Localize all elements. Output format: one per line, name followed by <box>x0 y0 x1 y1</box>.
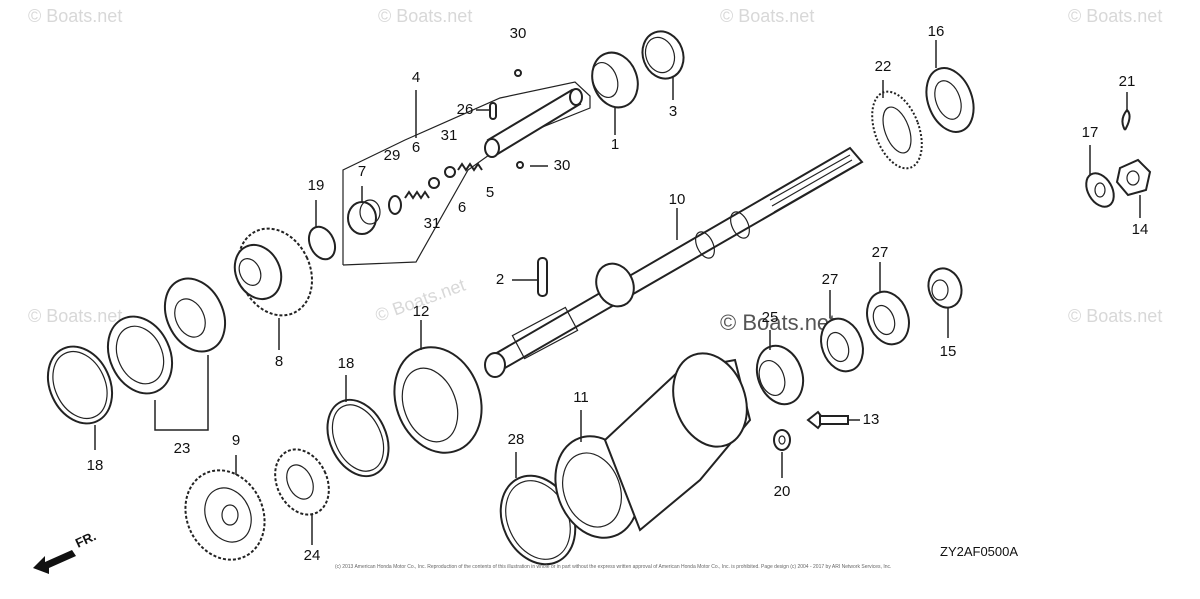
part-5-shift-shaft <box>484 88 583 158</box>
part-15-collar <box>927 267 963 309</box>
callout-9: 9 <box>232 432 240 449</box>
part-14-nut <box>1115 158 1152 197</box>
callout-13: 13 <box>863 411 880 428</box>
part-3-ring <box>641 30 685 80</box>
part-10-propeller-shaft <box>484 146 864 378</box>
group-4-outline <box>342 81 591 266</box>
callout-14: 14 <box>1132 221 1149 238</box>
part-19-ring <box>307 225 337 261</box>
part-18-oring <box>326 398 390 478</box>
part-24-bearing <box>274 448 330 516</box>
callout-19: 19 <box>308 177 325 194</box>
part-2-pin <box>537 257 548 297</box>
watermark: © Boats.net <box>28 6 122 26</box>
callout-11: 11 <box>573 389 589 406</box>
part-18-oring <box>46 345 114 425</box>
callout-31: 31 <box>424 215 441 232</box>
callout-3: 3 <box>669 103 677 120</box>
callout-8: 8 <box>275 353 283 370</box>
part-17-washer <box>1085 172 1115 208</box>
part-31-ball <box>428 177 440 189</box>
callout-18: 18 <box>338 355 355 372</box>
callout-18: 18 <box>87 457 104 474</box>
part-9-bevel-gear <box>184 469 266 561</box>
watermark: © Boats.net <box>378 6 472 26</box>
copyright-text: (c) 2013 American Honda Motor Co., Inc. … <box>335 564 891 570</box>
part-30-ball <box>516 161 524 169</box>
front-direction-arrow: FR. <box>33 528 98 574</box>
callout-17: 17 <box>1082 124 1099 141</box>
callout-labels: 1 2 3 4 5 6 6 7 8 9 10 11 12 13 14 15 16… <box>87 23 1149 564</box>
callout-26: 26 <box>457 101 474 118</box>
callout-27: 27 <box>872 244 889 261</box>
part-29-ring <box>388 195 402 215</box>
callout-6: 6 <box>458 199 466 216</box>
fr-label: FR. <box>73 528 98 550</box>
watermark: © Boats.net <box>1068 306 1162 326</box>
callout-2: 2 <box>496 271 504 288</box>
part-7-cap <box>347 199 381 235</box>
callout-31: 31 <box>441 127 458 144</box>
part-11-bearing-housing <box>554 352 752 539</box>
part-27-oil-seal <box>820 317 864 373</box>
callout-22: 22 <box>875 58 892 75</box>
callout-6: 6 <box>412 139 420 156</box>
callout-30: 30 <box>554 157 571 174</box>
part-20-washer <box>773 429 791 451</box>
callout-29: 29 <box>384 147 401 164</box>
watermark: © Boats.net <box>720 6 814 26</box>
part-16-thrust-washer <box>925 67 975 133</box>
part-27-oil-seal <box>866 290 910 346</box>
callout-21: 21 <box>1119 73 1136 90</box>
callout-28: 28 <box>508 431 525 448</box>
part-30-ball <box>514 69 522 77</box>
part-23-bearing-rollers <box>163 277 227 353</box>
callout-23: 23 <box>174 440 191 457</box>
callout-25: 25 <box>762 309 779 326</box>
watermark: © Boats.net <box>720 310 835 335</box>
part-26-pin <box>489 102 497 120</box>
callout-5: 5 <box>486 184 494 201</box>
callout-20: 20 <box>774 483 791 500</box>
part-6-spring <box>457 162 483 172</box>
callout-16: 16 <box>928 23 945 40</box>
part-8-pinion-gear <box>233 227 313 317</box>
callout-15: 15 <box>940 343 957 360</box>
callout-1: 1 <box>611 136 619 153</box>
part-21-cotter-pin <box>1121 108 1131 131</box>
part-25-needle-bearing <box>755 344 805 406</box>
part-1-clutch <box>591 51 639 109</box>
callout-27: 27 <box>822 271 839 288</box>
diagram-code: ZY2AF0500A <box>940 544 1018 559</box>
part-23-bearing-race <box>106 315 174 395</box>
watermark: © Boats.net <box>1068 6 1162 26</box>
callout-10: 10 <box>669 191 686 208</box>
callout-24: 24 <box>304 547 321 564</box>
part-12-bearing-holder <box>393 346 483 454</box>
callout-12: 12 <box>413 303 430 320</box>
part-31-ball <box>444 166 456 178</box>
part-22-thrust-bearing <box>871 90 923 170</box>
callout-7: 7 <box>358 163 366 180</box>
part-13-bolt <box>806 410 849 430</box>
part-6-spring <box>404 190 430 200</box>
callout-4: 4 <box>412 69 420 86</box>
callout-30: 30 <box>510 25 527 42</box>
watermark: © Boats.net <box>28 306 122 326</box>
